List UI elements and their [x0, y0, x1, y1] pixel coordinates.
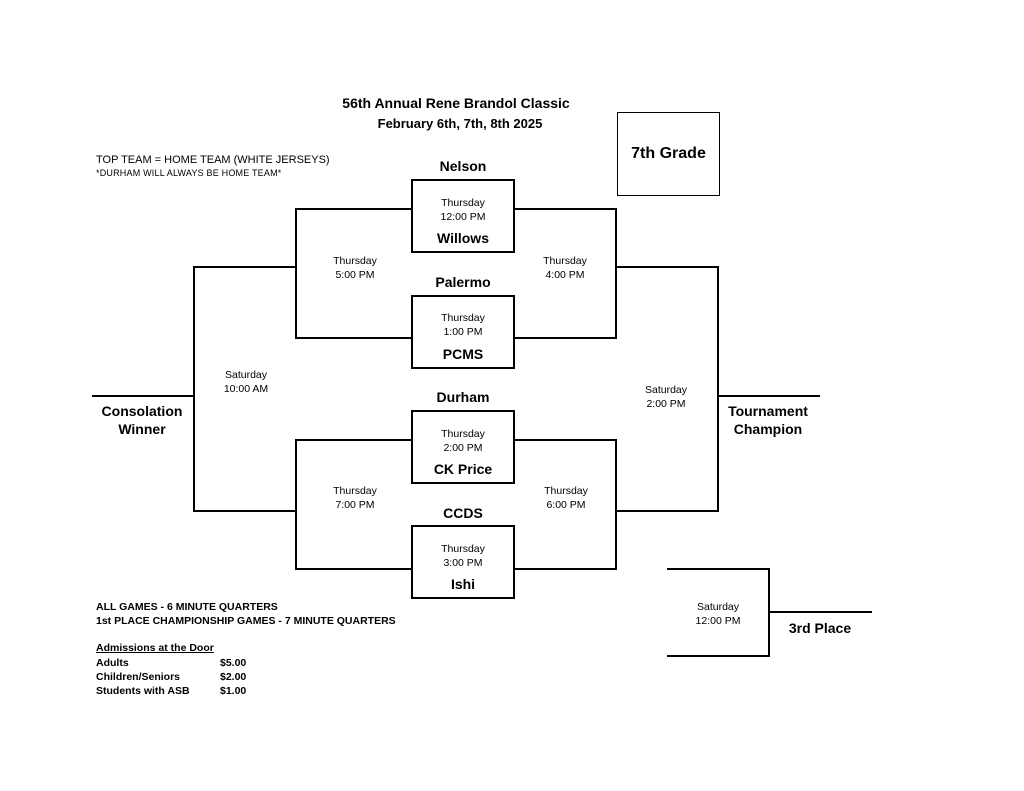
- championship-bracket: [616, 266, 719, 512]
- admissions-heading: Admissions at the Door: [96, 642, 214, 654]
- left-bottom-semi-hour: 7:00 PM: [335, 499, 375, 511]
- left-bottom-semi-time: Thursday 7:00 PM: [305, 484, 405, 512]
- right-top-semi-time: Thursday 4:00 PM: [515, 254, 615, 282]
- right-top-semi-day: Thursday: [543, 255, 587, 267]
- game-3-hour: 2:00 PM: [443, 442, 483, 454]
- team-ccds: CCDS: [443, 505, 483, 521]
- consolation-label-line2: Winner: [118, 421, 166, 437]
- left-top-semi-hour: 5:00 PM: [335, 269, 375, 281]
- left-top-semi-time: Thursday 5:00 PM: [305, 254, 405, 282]
- grade-label: 7th Grade: [631, 145, 706, 162]
- game-box-4: [411, 525, 515, 599]
- game-2-day: Thursday: [441, 312, 485, 324]
- game-2-time: Thursday 1:00 PM: [413, 311, 513, 339]
- game-2-hour: 1:00 PM: [443, 326, 483, 338]
- game-3-time: Thursday 2:00 PM: [413, 427, 513, 455]
- home-team-note: TOP TEAM = HOME TEAM (WHITE JERSEYS): [96, 154, 330, 166]
- left-top-semi-day: Thursday: [333, 255, 377, 267]
- third-place-day: Saturday: [696, 601, 740, 613]
- rule-championship: 1st PLACE CHAMPIONSHIP GAMES - 7 MINUTE …: [96, 615, 396, 627]
- left-bottom-bracket: [295, 439, 412, 570]
- team-ck-price: CK Price: [433, 461, 493, 477]
- third-place-time: Saturday 12:00 PM: [668, 600, 768, 628]
- right-top-bracket: [514, 208, 617, 339]
- left-top-bracket: [295, 208, 412, 339]
- game-box-1: [411, 179, 515, 253]
- grade-box: 7th Grade: [617, 112, 720, 196]
- consolation-label-line1: Consolation: [101, 403, 183, 419]
- right-bottom-bracket: [514, 439, 617, 570]
- admission-label-students-asb: Students with ASB: [96, 685, 190, 697]
- champion-label-line2: Champion: [733, 421, 803, 437]
- admission-price-adults: $5.00: [220, 657, 247, 669]
- team-palermo: Palermo: [435, 274, 491, 290]
- team-durham: Durham: [436, 389, 490, 405]
- consolation-day: Saturday: [224, 369, 268, 381]
- champion-label-line1: Tournament: [728, 403, 808, 419]
- game-box-2: [411, 295, 515, 369]
- durham-home-note: *DURHAM WILL ALWAYS BE HOME TEAM*: [96, 168, 282, 178]
- third-place-label: 3rd Place: [788, 620, 852, 636]
- team-nelson: Nelson: [439, 158, 487, 174]
- team-ishi: Ishi: [450, 576, 476, 592]
- game-3-day: Thursday: [441, 428, 485, 440]
- consolation-bracket: [193, 266, 296, 512]
- right-bottom-semi-hour: 6:00 PM: [546, 499, 586, 511]
- consolation-winner-label: Consolation Winner: [72, 402, 212, 438]
- right-bottom-semi-time: Thursday 6:00 PM: [516, 484, 616, 512]
- game-1-time: Thursday 12:00 PM: [413, 196, 513, 224]
- left-bottom-semi-day: Thursday: [333, 485, 377, 497]
- consolation-time: Saturday 10:00 AM: [196, 368, 296, 396]
- right-top-semi-hour: 4:00 PM: [545, 269, 585, 281]
- rule-all-games: ALL GAMES - 6 MINUTE QUARTERS: [96, 601, 278, 613]
- game-1-hour: 12:00 PM: [440, 211, 486, 223]
- game-1-day: Thursday: [441, 197, 485, 209]
- third-place-hour: 12:00 PM: [695, 615, 741, 627]
- game-4-time: Thursday 3:00 PM: [413, 542, 513, 570]
- admission-label-adults: Adults: [96, 657, 129, 669]
- tournament-champion-label: Tournament Champion: [698, 402, 838, 438]
- admission-label-children-seniors: Children/Seniors: [96, 671, 181, 683]
- right-bottom-semi-day: Thursday: [544, 485, 588, 497]
- tournament-dates: February 6th, 7th, 8th 2025: [377, 116, 543, 131]
- team-willows: Willows: [437, 230, 489, 246]
- game-4-hour: 3:00 PM: [443, 557, 483, 569]
- consolation-hour: 10:00 AM: [223, 383, 269, 395]
- championship-day: Saturday: [644, 384, 688, 396]
- championship-hour: 2:00 PM: [646, 398, 686, 410]
- championship-time: Saturday 2:00 PM: [616, 383, 716, 411]
- admission-price-students-asb: $1.00: [220, 685, 247, 697]
- team-pcms: PCMS: [442, 346, 484, 362]
- game-box-3: [411, 410, 515, 484]
- game-4-day: Thursday: [441, 543, 485, 555]
- admission-price-children-seniors: $2.00: [220, 671, 247, 683]
- page-title: 56th Annual Rene Brandol Classic: [342, 95, 570, 111]
